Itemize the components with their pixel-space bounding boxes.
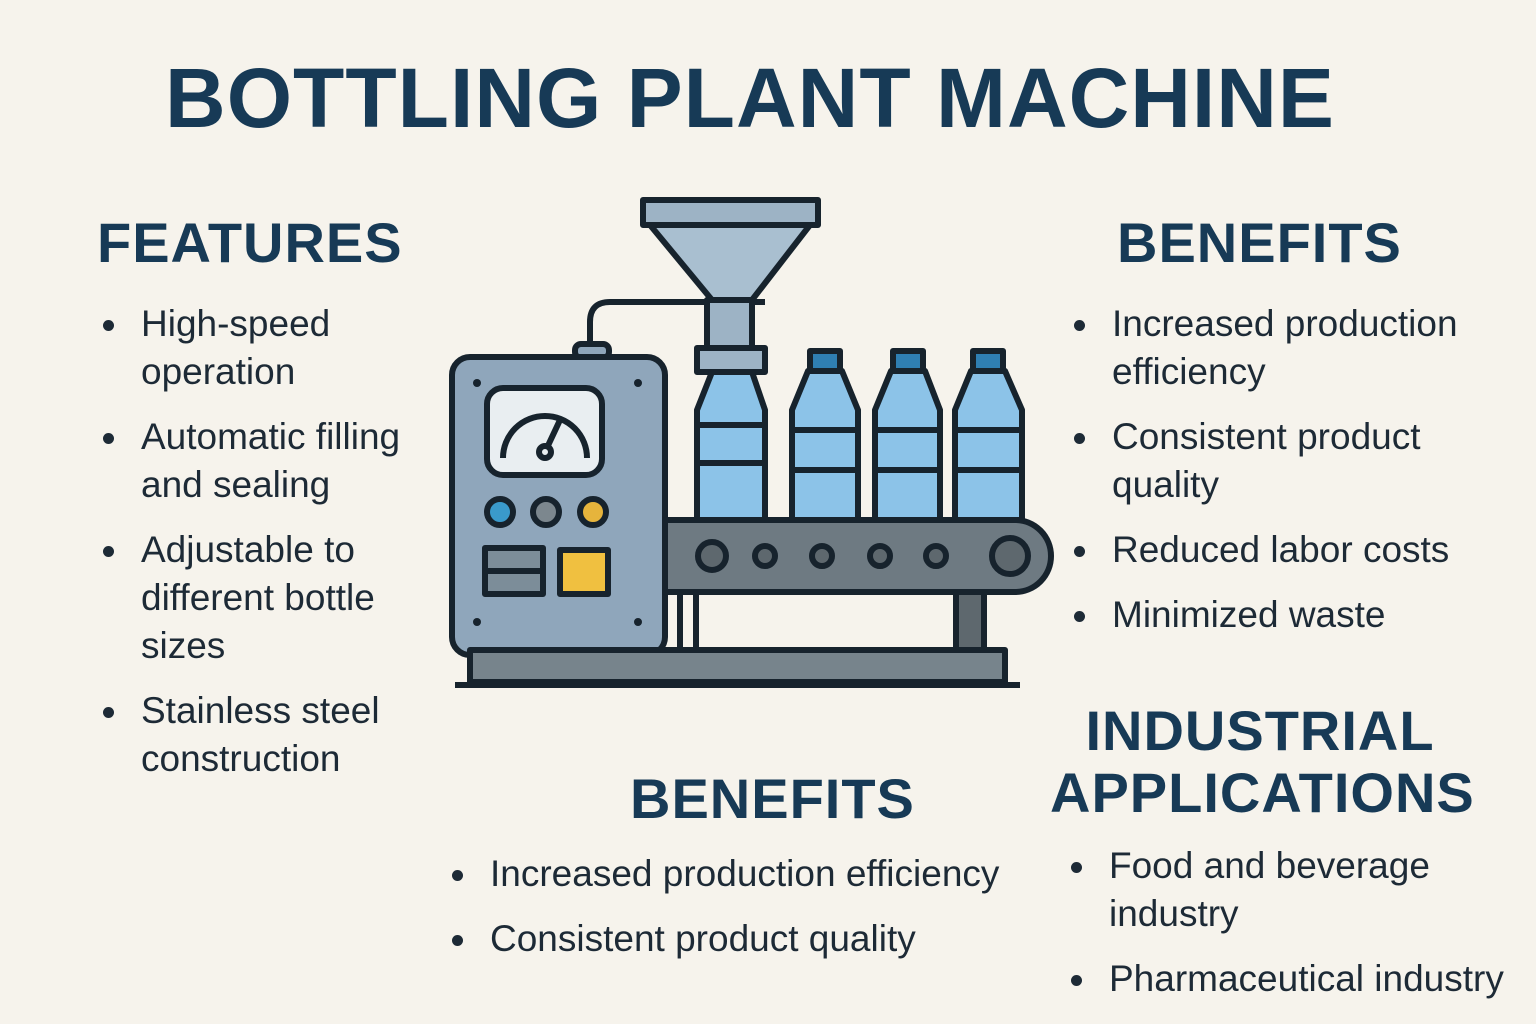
list-item: High-speed operation: [103, 300, 437, 396]
bottle-icon: [952, 348, 1025, 523]
list-item: Stainless steel construction: [103, 687, 401, 783]
features-list: High-speed operation Automatic filling a…: [103, 300, 437, 800]
list-item: Minimized waste: [1074, 591, 1498, 639]
funnel-icon: [572, 197, 821, 375]
bottle-icon: [872, 348, 943, 523]
list-item: Consistent product quality: [452, 915, 1056, 963]
yellow-switch: [557, 547, 611, 597]
page-title: BOTTLING PLANT MACHINE: [165, 51, 1335, 145]
features-heading: FEATURES: [97, 211, 403, 274]
list-item: Pharmaceutical industry: [1071, 955, 1535, 1003]
bottles: [694, 348, 1025, 523]
bottle-icon: [789, 348, 861, 523]
list-item: Adjustable to different bottle sizes: [103, 526, 411, 670]
list-item: Reduced labor costs: [1074, 526, 1498, 574]
list-item: Increased production efficiency: [1074, 300, 1498, 396]
benefits-bottom-heading: BENEFITS: [630, 767, 915, 830]
applications-list: Food and beverage industry Pharmaceutica…: [1071, 842, 1535, 1020]
conveyor-belt: [455, 517, 1054, 688]
list-item: Automatic filling and sealing: [103, 413, 437, 509]
blue-button: [484, 496, 516, 528]
yellow-button: [577, 496, 609, 528]
list-item: Increased production efficiency: [452, 850, 1056, 898]
benefits-heading: BENEFITS: [1117, 211, 1402, 274]
benefits-bottom-list: Increased production efficiency Consiste…: [452, 850, 1056, 980]
list-item: Food and beverage industry: [1071, 842, 1449, 938]
gray-button: [530, 496, 562, 528]
applications-heading: INDUSTRIAL APPLICATIONS: [1050, 699, 1475, 824]
control-panel: [449, 354, 668, 658]
benefits-list: Increased production efficiency Consiste…: [1074, 300, 1498, 656]
list-item: Consistent product quality: [1074, 413, 1452, 509]
